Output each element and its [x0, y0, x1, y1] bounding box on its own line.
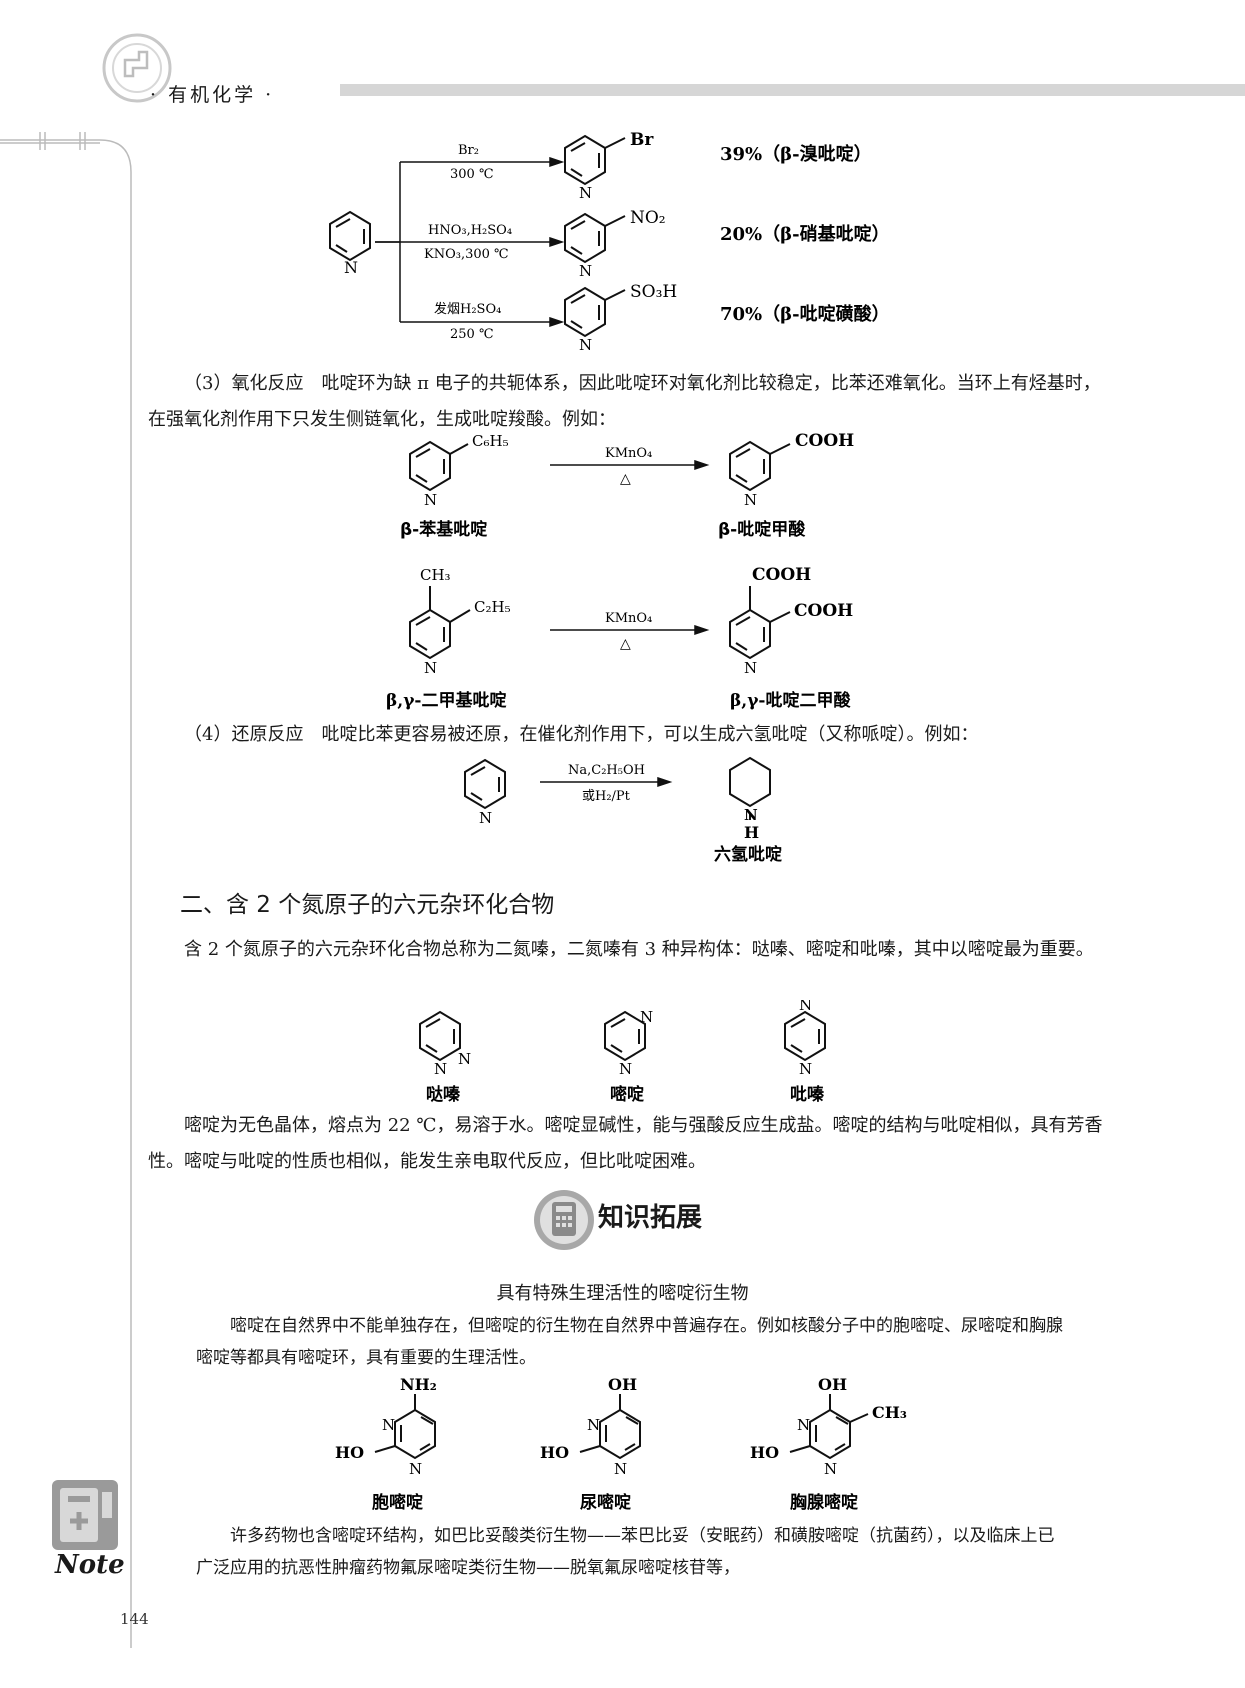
header-bar — [340, 84, 1245, 96]
condition-bottom: KNO₃,300 ℃ — [424, 247, 509, 262]
atom-n: N — [382, 1416, 395, 1434]
substituent: COOH — [752, 565, 811, 585]
oxidation-scheme-2: N N CH₃ C₂H₅ COOH COOH KMnO₄ △ β,γ-二甲基吡啶… — [386, 565, 853, 711]
knowledge-calculator-icon — [534, 1190, 594, 1250]
substituent: HO — [540, 1443, 569, 1462]
atom-n: N — [619, 1060, 632, 1078]
substituent: C₆H₅ — [472, 432, 509, 450]
atom-n: N — [614, 1460, 627, 1478]
oxidation-paragraph: （3）氧化反应 吡啶环为缺 π 电子的共轭体系，因此吡啶环对氧化剂比较稳定，比苯… — [148, 373, 1101, 430]
atom-n: N — [797, 1416, 810, 1434]
condition-bottom: 300 ℃ — [450, 167, 494, 182]
compound-label: β,γ-二甲基吡啶 — [386, 690, 507, 711]
atom-n: N — [409, 1460, 422, 1478]
atom-n: N — [799, 1000, 812, 1014]
atom-n: N — [479, 809, 492, 827]
atom-n: N — [344, 258, 358, 277]
atom-n: N — [824, 1460, 837, 1478]
compound-label: β-苯基吡啶 — [400, 519, 487, 540]
atom-n: N — [579, 184, 592, 202]
yield-label: 20%（β-硝基吡啶） — [720, 223, 890, 245]
condition-top: HNO₃,H₂SO₄ — [428, 223, 512, 238]
note-device-icon — [52, 1480, 118, 1550]
substituent: NO₂ — [630, 208, 666, 228]
compound-label: β-吡啶甲酸 — [718, 519, 806, 540]
reagent-top: KMnO₄ — [605, 446, 652, 461]
substituent: NH₂ — [400, 1378, 437, 1394]
atom-n: N — [640, 1008, 653, 1026]
substitution-scheme: N Br₂ 300 ℃ HNO₃,H₂SO₄ KNO₃,300 ℃ 发烟H₂SO… — [329, 130, 890, 354]
substituent: C₂H₅ — [474, 598, 511, 616]
atom-n: N — [744, 806, 758, 824]
atom-h: H — [744, 823, 759, 842]
page-number: 144 — [120, 1610, 149, 1628]
reagent-top: Na,C₂H₅OH — [568, 763, 645, 778]
compound-label: 吡嗪 — [790, 1084, 824, 1105]
compound-label: 胸腺嘧啶 — [790, 1492, 858, 1513]
substituent: SO₃H — [630, 282, 677, 302]
condition-top: 发烟H₂SO₄ — [434, 301, 501, 317]
compound-label: 尿嘧啶 — [580, 1492, 631, 1513]
atom-n: N — [587, 1416, 600, 1434]
substituent: CH₃ — [420, 566, 451, 584]
substituent: COOH — [794, 601, 853, 621]
atom-n: N — [579, 262, 592, 280]
compound-label: 胞嘧啶 — [372, 1492, 423, 1513]
atom-n: N — [424, 659, 437, 677]
product-rings — [564, 134, 626, 338]
section2-paragraph: 含 2 个氮原子的六元杂环化合物总称为二氮嗪，二氮嗪有 3 种异构体：哒嗪、嘧啶… — [184, 939, 1094, 960]
compound-label: 六氢吡啶 — [714, 844, 782, 865]
substituent: Br — [630, 130, 654, 150]
reagent-bottom: 或H₂/Pt — [582, 789, 631, 804]
reduction-paragraph: （4）还原反应 吡啶比苯更容易被还原，在催化剂作用下，可以生成六氢吡啶（又称哌啶… — [184, 724, 979, 745]
pyrimidine-derivatives: N N N N N N NH₂ HO OH HO OH HO CH₃ 胞嘧啶 尿… — [335, 1378, 907, 1513]
substituent: OH — [608, 1378, 637, 1394]
pyridine-ring — [329, 210, 371, 262]
substituent: OH — [818, 1378, 847, 1394]
oxidation-scheme-1: N N C₆H₅ COOH KMnO₄ △ β-苯基吡啶 β-吡啶甲酸 — [400, 431, 854, 540]
yield-label: 39%（β-溴吡啶） — [720, 143, 872, 165]
pyrimidine-paragraph: 嘧啶为无色晶体，熔点为 22 ℃，易溶于水。嘧啶显碱性，能与强酸反应生成盐。嘧啶… — [148, 1115, 1103, 1172]
section-heading: 二、含 2 个氮原子的六元杂环化合物 — [180, 892, 555, 918]
compound-label: 哒嗪 — [426, 1084, 460, 1105]
atom-n: N — [744, 491, 757, 509]
atom-n: N — [579, 336, 592, 354]
reduction-scheme: N N H Na,C₂H₅OH 或H₂/Pt 六氢吡啶 — [464, 756, 782, 865]
compound-label: 嘧啶 — [610, 1084, 644, 1105]
compound-label: β,γ-吡啶二甲酸 — [730, 690, 851, 711]
knowledge-title: 具有特殊生理活性的嘧啶衍生物 — [496, 1283, 749, 1304]
knowledge-paragraph-2: 许多药物也含嘧啶环结构，如巴比妥酸类衍生物——苯巴比妥（安眠药）和磺胺嘧啶（抗菌… — [196, 1526, 1055, 1578]
atom-n: N — [799, 1060, 812, 1078]
knowledge-banner: 知识拓展 — [598, 1203, 703, 1233]
substituent: HO — [335, 1443, 364, 1462]
reagent-top: KMnO₄ — [605, 611, 652, 626]
margin-rail — [0, 132, 132, 1648]
note-label: Note — [55, 1550, 125, 1580]
substituent: HO — [750, 1443, 779, 1462]
reagent-bottom: △ — [620, 636, 631, 652]
substituent: COOH — [795, 431, 854, 451]
condition-bottom: 250 ℃ — [450, 327, 494, 342]
yield-label: 70%（β-吡啶磺酸） — [720, 303, 890, 325]
atom-n: N — [458, 1050, 471, 1068]
condition-top: Br₂ — [458, 143, 479, 158]
atom-n: N — [744, 659, 757, 677]
reagent-bottom: △ — [620, 471, 631, 487]
running-header: · 有机化学 · — [150, 84, 275, 106]
atom-n: N — [424, 491, 437, 509]
substituent: CH₃ — [872, 1403, 907, 1422]
logo-icon — [102, 33, 172, 103]
atom-n: N — [434, 1060, 447, 1078]
knowledge-paragraph-1: 嘧啶在自然界中不能单独存在，但嘧啶的衍生物在自然界中普遍存在。例如核酸分子中的胞… — [196, 1316, 1063, 1368]
diazine-structures: N N N N N N 哒嗪 嘧啶 吡嗪 — [419, 1000, 826, 1105]
